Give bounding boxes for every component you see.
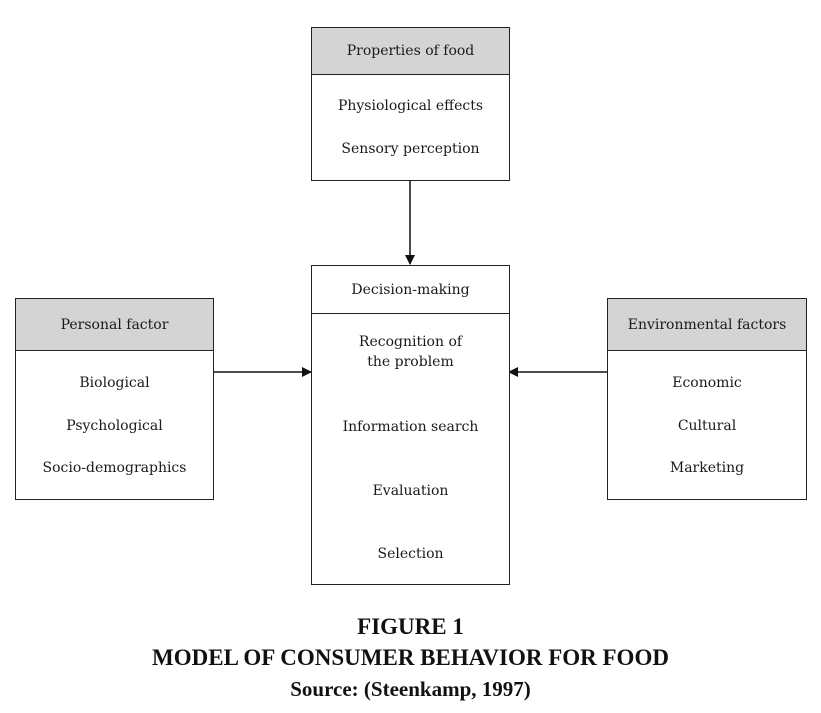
decision-step: Evaluation [372, 483, 449, 499]
decision-step: Recognition of the problem [358, 334, 463, 370]
decision-making-title: Decision-making [351, 281, 470, 298]
environmental-item: Economic [672, 375, 742, 391]
properties-of-food-box: Properties of food Physiological effects… [311, 27, 510, 181]
personal-factor-box: Personal factor Biological Psychological… [15, 298, 214, 500]
personal-item: Psychological [66, 418, 163, 434]
environmental-factors-box: Environmental factors Economic Cultural … [607, 298, 807, 500]
properties-of-food-title: Properties of food [346, 43, 475, 59]
properties-item: Sensory perception [341, 141, 480, 157]
decision-step: Information search [342, 419, 479, 435]
figure-number: FIGURE 1 [357, 614, 464, 639]
personal-factor-title: Personal factor [60, 316, 169, 333]
decision-making-box: Decision-making Recognition of the probl… [311, 265, 510, 585]
decision-making-header: Decision-making [312, 266, 509, 314]
properties-of-food-header: Properties of food [312, 28, 509, 75]
environmental-factors-header: Environmental factors [608, 299, 806, 351]
decision-step: Selection [377, 546, 444, 562]
figure-title: MODEL OF CONSUMER BEHAVIOR FOR FOOD [152, 645, 669, 670]
personal-factor-header: Personal factor [16, 299, 213, 351]
personal-item: Socio-demographics [42, 460, 187, 476]
environmental-factors-title: Environmental factors [627, 316, 787, 333]
environmental-item: Cultural [677, 418, 737, 434]
personal-item: Biological [79, 375, 150, 391]
environmental-item: Marketing [669, 460, 745, 476]
properties-item: Physiological effects [337, 98, 484, 114]
figure-source: Source: (Steenkamp, 1997) [290, 677, 531, 701]
